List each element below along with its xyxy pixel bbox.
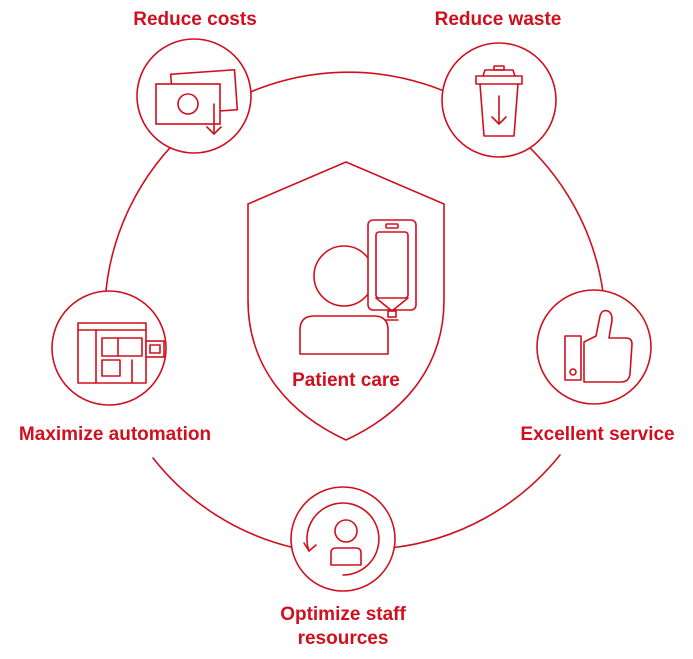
cycle-ring (152, 457, 296, 549)
money-icon (155, 69, 239, 135)
cycle-ring (104, 128, 190, 303)
cycle-ring (389, 454, 561, 549)
label-optimize-staff-line1: Optimize staff (280, 604, 406, 625)
iv-bag-icon (367, 219, 417, 321)
label-excellent-service: Excellent service (520, 424, 675, 445)
staff-cycle-icon (303, 502, 380, 576)
node-optimize-staff (290, 486, 396, 592)
label-reduce-waste: Reduce waste (434, 9, 562, 30)
label-optimize-staff-line2: resources (297, 628, 389, 649)
thumbs-up-icon (564, 309, 633, 383)
node-reduce-waste (441, 42, 557, 158)
node-excellent-service (536, 289, 652, 405)
node-maximize-automation (51, 290, 167, 406)
label-maximize-automation: Maximize automation (18, 424, 212, 445)
label-reduce-costs: Reduce costs (133, 9, 257, 30)
node-reduce-costs (136, 38, 252, 154)
label-patient-care: Patient care (292, 370, 400, 391)
automation-machine-icon (77, 322, 165, 384)
shield-icon (247, 161, 445, 441)
waste-bin-icon (475, 65, 523, 137)
